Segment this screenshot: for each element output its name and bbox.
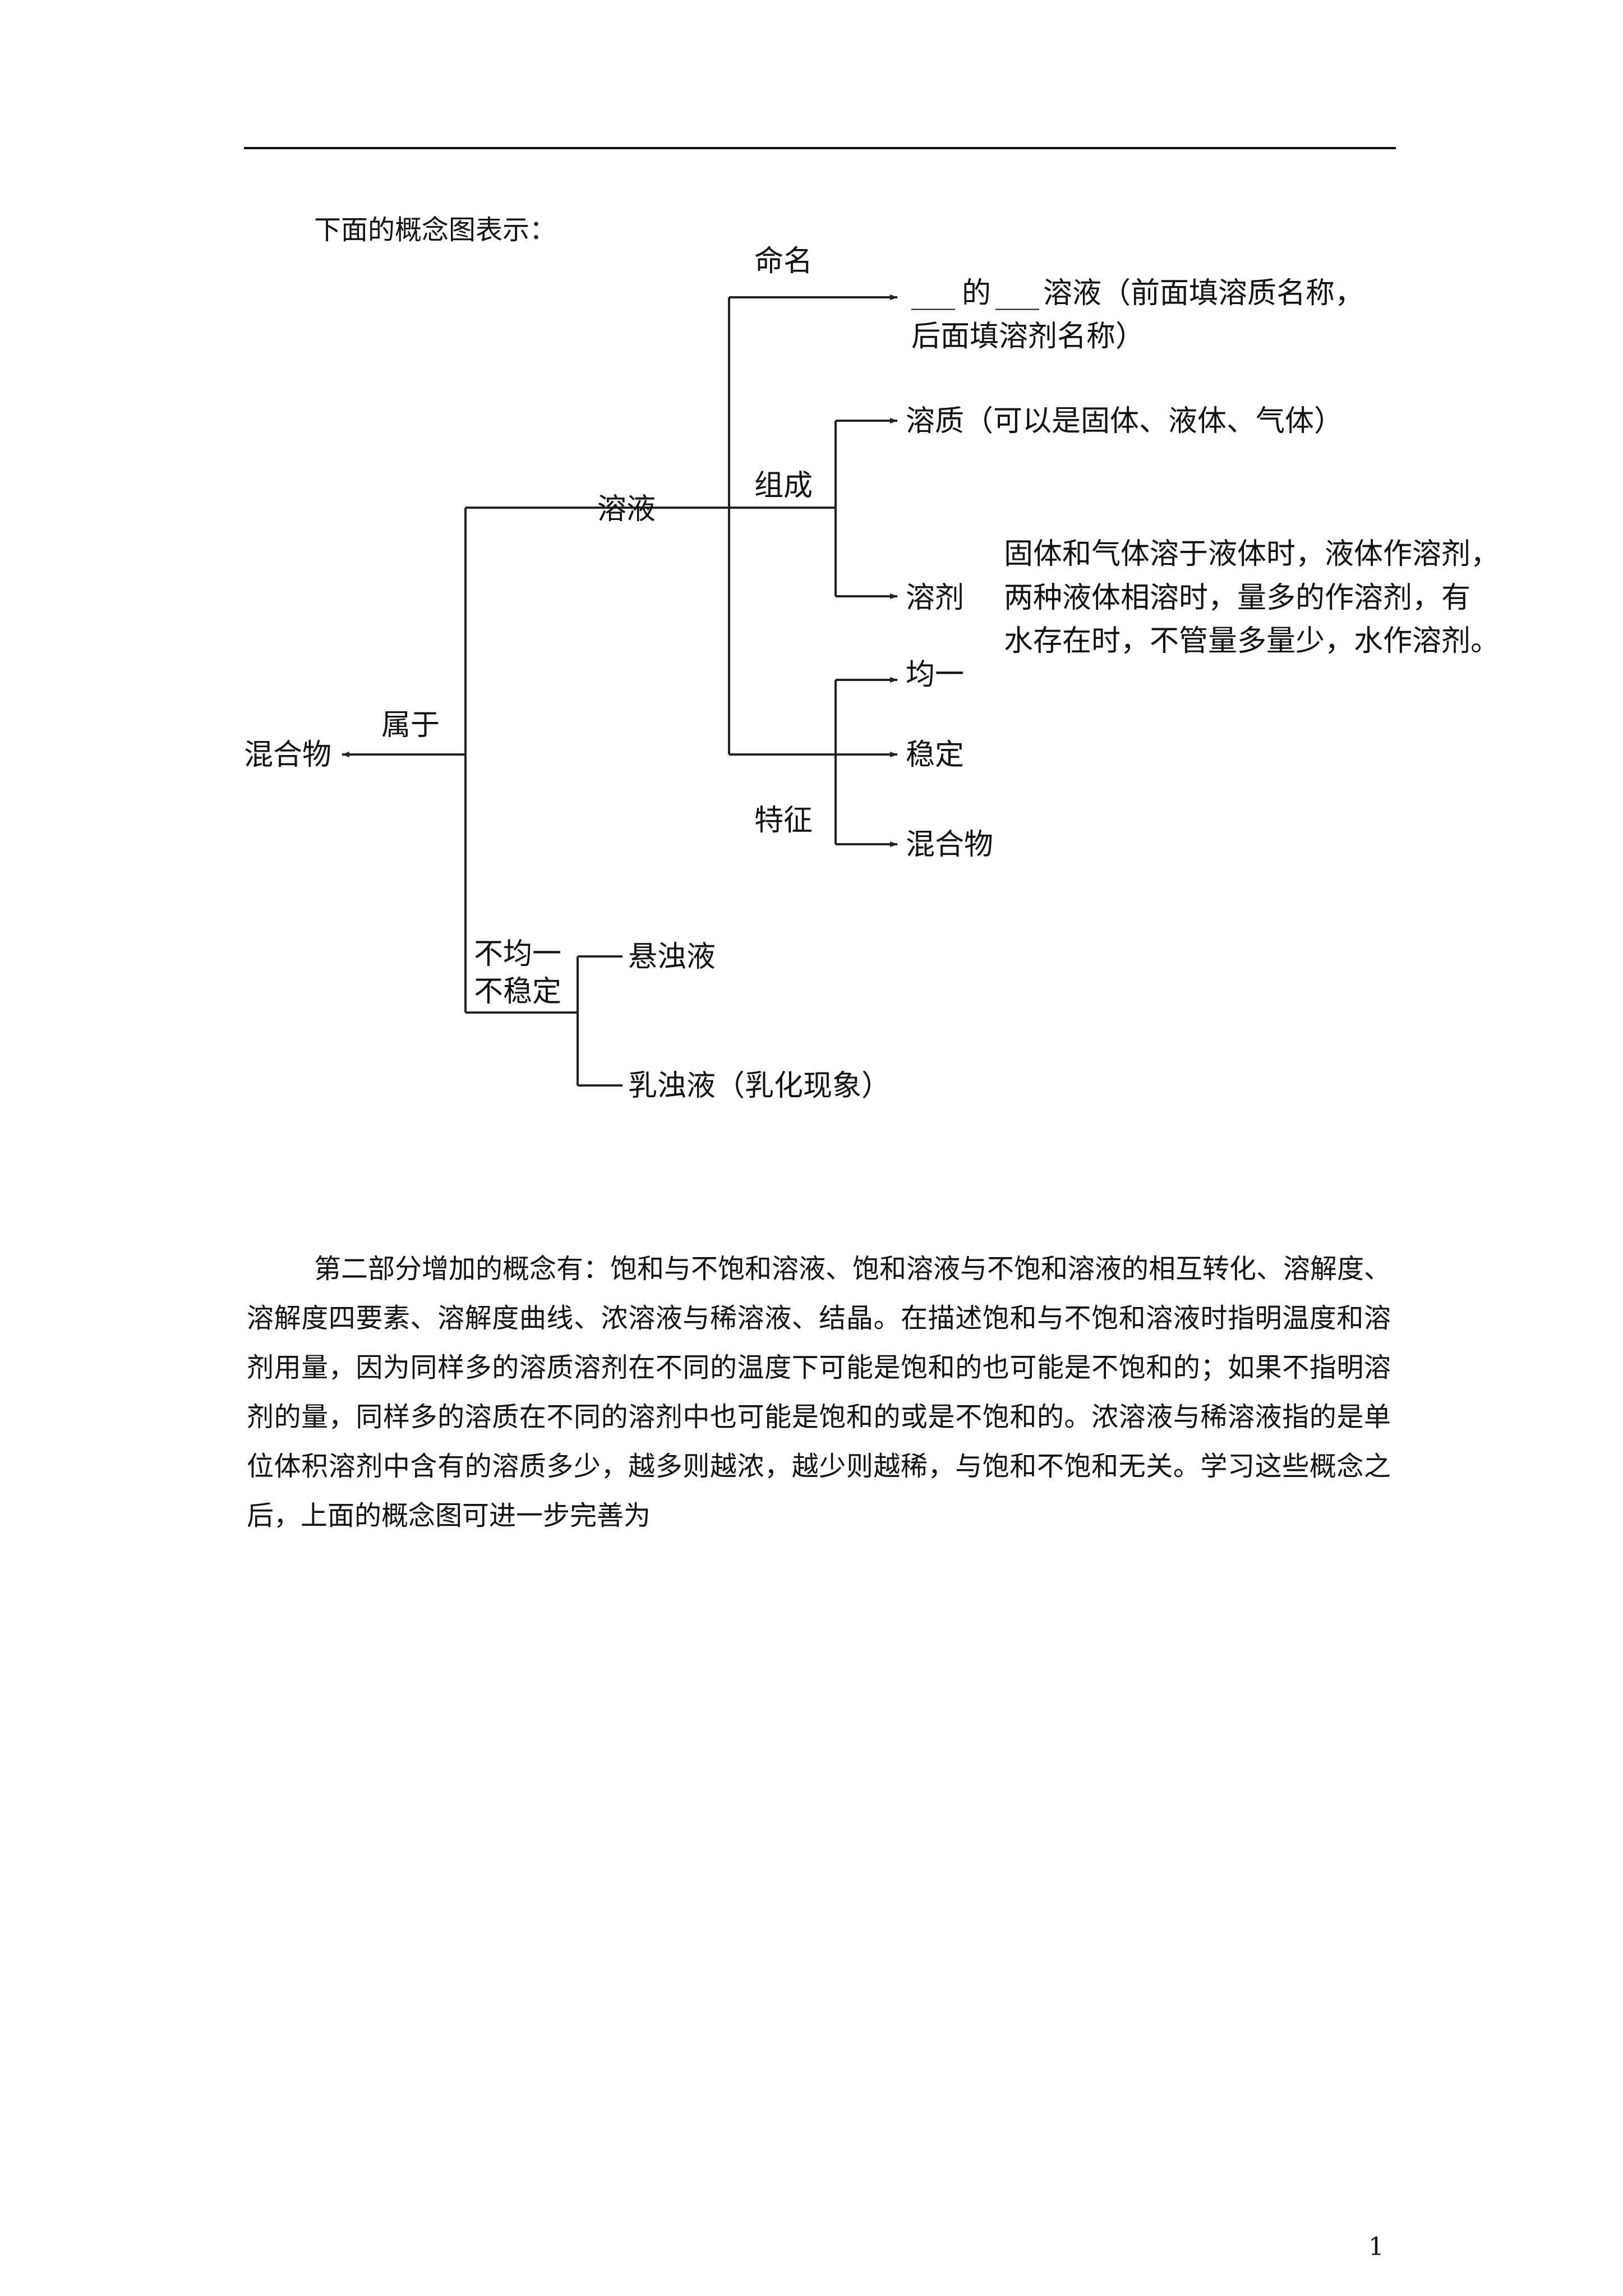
naming-line-1: 溶液（前面填溶质名称， [1043,277,1364,310]
naming-label: 命名 [754,245,813,278]
solvent-label: 溶剂 [906,581,964,615]
mixture-label: 混合物 [906,828,993,862]
composition-label: 组成 [754,469,813,503]
solution-label: 溶液 [597,493,656,526]
nonuniform-label-1: 不均一 [474,937,561,971]
body-text: 第二部分增加的概念有：饱和与不饱和溶液、饱和溶液与不饱和溶液的相互转化、溶解度、… [247,1253,1391,1531]
solute-label: 溶质（可以是固体、液体、气体） [906,404,1343,438]
suspension-label: 悬浊液 [628,940,716,974]
body-paragraph: 第二部分增加的概念有：饱和与不饱和溶液、饱和溶液与不饱和溶液的相互转化、溶解度、… [247,1244,1391,1540]
emulsion-label: 乳浊液（乳化现象） [628,1069,891,1103]
intro-text: 下面的概念图表示： [314,214,557,246]
header-rule [244,147,1396,149]
solvent-note-2: 两种液体相溶时，量多的作溶剂，有 [1004,581,1470,615]
page-number: 1 [1368,2233,1384,2261]
solvent-note-3: 水存在时，不管量多量少，水作溶剂。 [1004,624,1500,658]
stable-label: 稳定 [906,738,964,772]
naming-line-2: 后面填溶剂名称） [911,320,1145,353]
concept-map: 混合物 属于 溶液 命名 ___ 的 ___ 溶液（前面填溶质名称， 后面填溶剂… [244,245,1500,1103]
root-label: 混合物 [244,738,331,772]
naming-blank-2: ___ [995,277,1039,310]
naming-blank-1: ___ [911,277,955,310]
nonuniform-label-2: 不稳定 [474,975,561,1009]
belongs-label: 属于 [381,708,440,742]
naming-de: 的 [962,277,991,310]
solvent-note-1: 固体和气体溶于液体时，液体作溶剂， [1004,537,1500,571]
feature-label: 特征 [754,804,813,838]
uniform-label: 均一 [906,658,964,692]
